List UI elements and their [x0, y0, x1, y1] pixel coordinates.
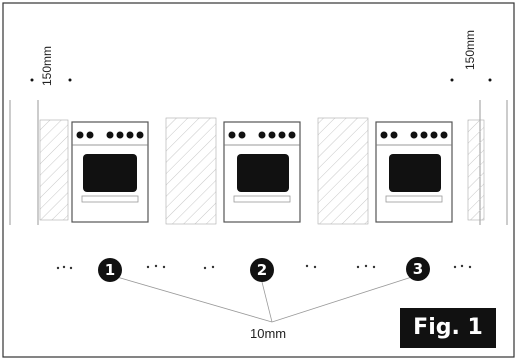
cabinet-right [467, 119, 485, 221]
top-clearance-right-label: 150mm [463, 29, 477, 70]
cabinets [39, 117, 485, 225]
cooker-1 [71, 121, 149, 223]
figure-label: Fig. 1 [400, 308, 496, 348]
cooker-1-oven-window [83, 154, 137, 192]
gap-leader-lines [109, 274, 419, 323]
position-badge-3: 3 [406, 257, 430, 281]
cooker-3-knobs [380, 131, 448, 139]
gap-label: 10mm [250, 326, 287, 341]
top-clearance-left-label: 150mm [40, 45, 54, 86]
cabinet-mid-1 [165, 117, 217, 225]
top-clearance-markers [30, 78, 492, 82]
cooker-3 [375, 121, 453, 223]
cabinet-left [39, 119, 69, 221]
gap-markers [56, 264, 472, 270]
cabinet-mid-2 [317, 117, 369, 225]
cooker-1-knobs [76, 131, 144, 139]
position-badge-1: 1 [98, 258, 122, 282]
cooker-2-oven-window [237, 154, 289, 192]
position-badge-2: 2 [250, 258, 274, 282]
cooker-3-oven-window [389, 154, 441, 192]
cooker-2-knobs [228, 131, 296, 139]
left-wall [9, 100, 39, 225]
cooker-2 [223, 121, 301, 223]
